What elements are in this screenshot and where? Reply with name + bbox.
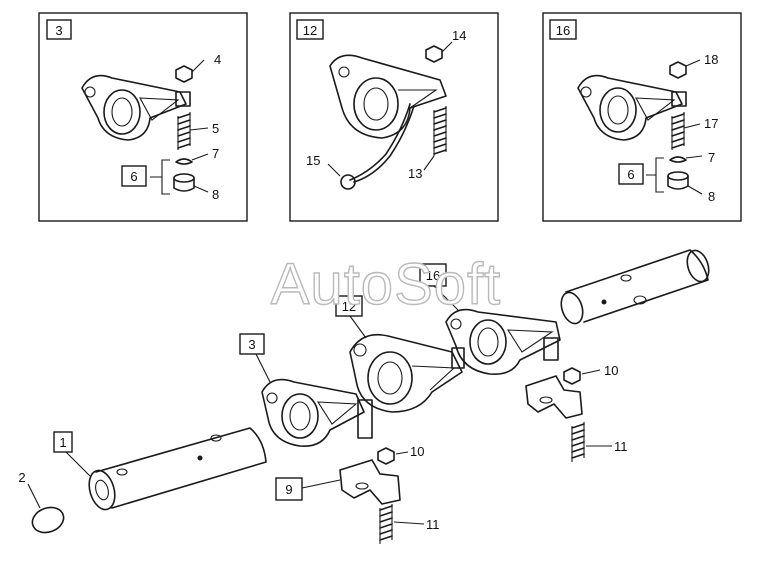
- inset-frame: [289, 12, 499, 222]
- inset-title: 12: [303, 23, 317, 38]
- nut-drawing: [669, 61, 687, 79]
- label-6: 6: [130, 169, 137, 184]
- rocker-arm-drawing: [577, 74, 687, 141]
- inset-panel-12: 12 14 13 15: [289, 12, 499, 222]
- rocker-3-drawing: [261, 378, 373, 447]
- rocker-arm-drawing: [81, 74, 191, 141]
- label-2: 2: [18, 470, 25, 485]
- label-11-front: 11: [426, 517, 440, 532]
- clip-drawing: [669, 156, 687, 163]
- nut-front-drawing: [377, 447, 395, 465]
- label-box: [239, 333, 265, 355]
- main-assembly: 1 2 3 12 16 9 10 11 10 11: [18, 249, 710, 544]
- label-10-rear: 10: [604, 363, 618, 378]
- screw-drawing: [433, 106, 447, 156]
- label-box: [53, 431, 73, 453]
- spring-drawing: [177, 112, 191, 150]
- rocker-arm-drawing: [329, 54, 447, 139]
- label-17: 17: [704, 116, 718, 131]
- nut-rear-drawing: [563, 367, 581, 385]
- wire-drawing: [349, 103, 411, 181]
- bolt-rear-drawing: [571, 422, 585, 462]
- label-6: 6: [627, 167, 634, 182]
- label-1: 1: [59, 435, 66, 450]
- spring-drawing: [671, 112, 685, 150]
- bracket-front-drawing: [339, 459, 401, 505]
- label-box: [335, 295, 363, 317]
- inset-title-box: [296, 19, 324, 40]
- label-3: 3: [248, 337, 255, 352]
- front-shaft-drawing: [88, 427, 267, 511]
- label-8: 8: [708, 189, 715, 204]
- nut-drawing: [175, 65, 193, 83]
- inset-title: 16: [556, 23, 570, 38]
- label-8: 8: [212, 187, 219, 202]
- inset-panel-16: 16 6 18 17 7 8: [542, 12, 742, 222]
- label-5: 5: [212, 121, 219, 136]
- wire-end-drawing: [340, 174, 356, 190]
- label-10-front: 10: [410, 444, 424, 459]
- label-4: 4: [214, 52, 221, 67]
- group-box: [121, 165, 147, 187]
- cap-drawing: [173, 173, 195, 192]
- inset-title-box: [46, 19, 72, 40]
- rear-shaft-drawing: [560, 249, 710, 325]
- inset-frame: [542, 12, 742, 222]
- label-18: 18: [704, 52, 718, 67]
- inset-title: 3: [55, 23, 62, 38]
- watermark: AutoSoft: [271, 252, 501, 317]
- group-box: [618, 163, 644, 185]
- rocker-16-drawing: [445, 308, 561, 376]
- cap-drawing: [667, 171, 689, 190]
- label-16: 16: [426, 268, 440, 283]
- label-15: 15: [306, 153, 320, 168]
- label-box: [419, 263, 447, 287]
- label-11-rear: 11: [614, 439, 628, 454]
- label-12: 12: [342, 299, 356, 314]
- inset-title-box: [549, 19, 577, 40]
- label-7: 7: [708, 150, 715, 165]
- label-7: 7: [212, 146, 219, 161]
- label-13: 13: [408, 166, 422, 181]
- plug-drawing: [31, 506, 65, 534]
- label-box: [275, 477, 303, 501]
- inset-panel-3: 3 6 4: [38, 12, 248, 222]
- wire-drawing-edge: [353, 105, 415, 183]
- bracket-rear-drawing: [525, 375, 583, 419]
- label-9: 9: [285, 482, 292, 497]
- label-14: 14: [452, 28, 466, 43]
- bolt-front-drawing: [379, 504, 393, 544]
- nut-drawing: [425, 45, 443, 63]
- clip-drawing: [175, 158, 193, 165]
